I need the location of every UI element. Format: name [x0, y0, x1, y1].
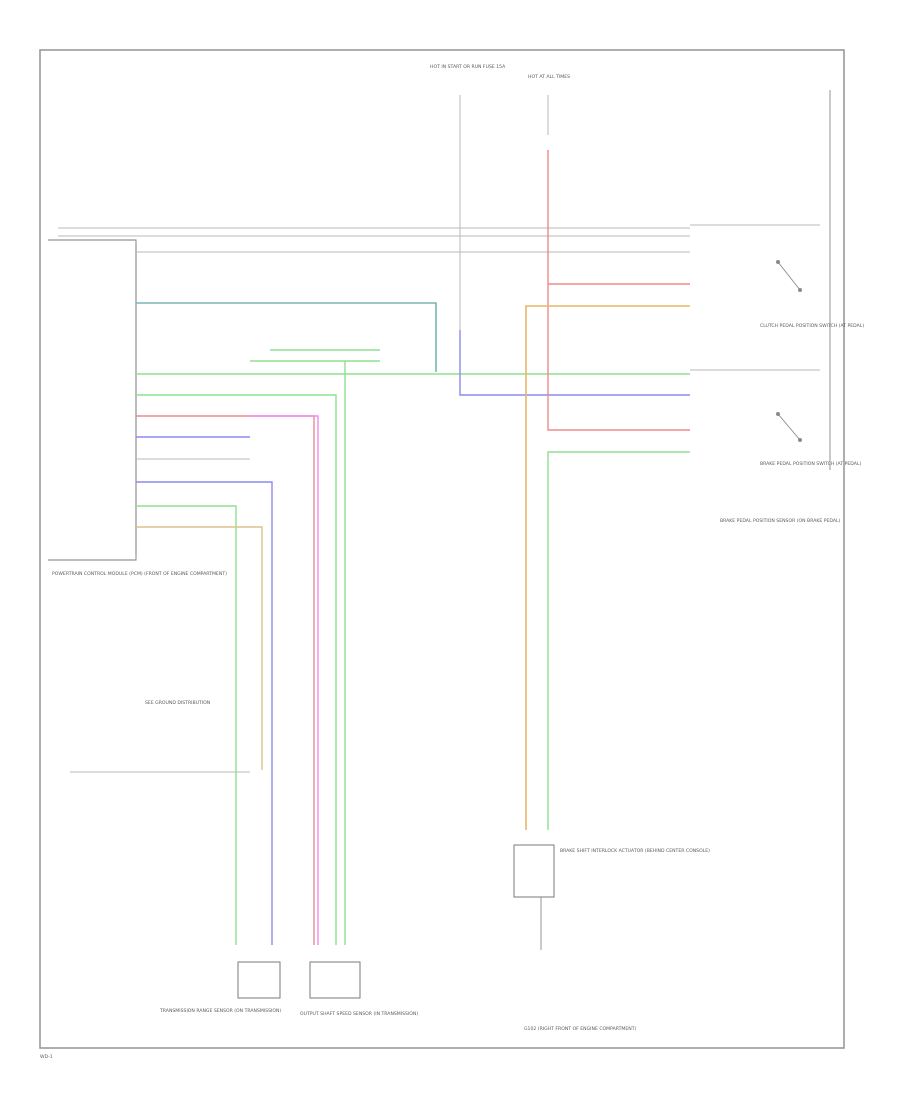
- trans-range-sensor: TRANSMISSION RANGE SENSOR (ON TRANSMISSI…: [159, 961, 281, 1014]
- fuse-left-label: HOT IN START OR RUN FUSE 15A: [430, 64, 506, 70]
- wire-green-6: [136, 505, 237, 945]
- wire-green-2: [136, 394, 337, 945]
- pcm-module: POWERTRAIN CONTROL MODULE (PCM) (FRONT O…: [48, 239, 227, 577]
- wire-orange: [525, 305, 690, 830]
- wire-tan: [136, 526, 263, 770]
- wire-red-pcm: [136, 415, 315, 945]
- ground-note: SEE GROUND DISTRIBUTION: [145, 700, 210, 706]
- brake-sensor-label: BRAKE PEDAL POSITION SENSOR (ON BRAKE PE…: [720, 518, 841, 524]
- trans-range-label: TRANSMISSION RANGE SENSOR (ON TRANSMISSI…: [159, 1008, 281, 1014]
- brake-shift-label: BRAKE SHIFT INTERLOCK ACTUATOR (BEHIND C…: [560, 848, 710, 854]
- wire-blue-2: [136, 481, 273, 945]
- output-speed-sensor: OUTPUT SHAFT SPEED SENSOR (IN TRANSMISSI…: [300, 961, 418, 1017]
- page-id: WD-1: [40, 1054, 53, 1060]
- brake-switch: BRAKE PEDAL POSITION SWITCH (AT PEDAL): [760, 412, 861, 467]
- brake-shift-actuator: BRAKE SHIFT INTERLOCK ACTUATOR (BEHIND C…: [513, 844, 710, 1032]
- pcm-label: POWERTRAIN CONTROL MODULE (PCM) (FRONT O…: [52, 571, 227, 577]
- top-feeds: HOT IN START OR RUN FUSE 15A HOT AT ALL …: [430, 64, 570, 330]
- wire-teal: [136, 302, 437, 372]
- clutch-switch-label: CLUTCH PEDAL POSITION SWITCH (AT PEDAL): [760, 323, 864, 329]
- brake-switch-label: BRAKE PEDAL POSITION SWITCH (AT PEDAL): [760, 461, 861, 467]
- wire-red-right: [547, 150, 690, 431]
- clutch-switch: CLUTCH PEDAL POSITION SWITCH (AT PEDAL): [690, 224, 864, 371]
- wire-green-right: [547, 451, 690, 830]
- output-speed-label: OUTPUT SHAFT SPEED SENSOR (IN TRANSMISSI…: [300, 1011, 418, 1017]
- fuse-right-label: HOT AT ALL TIMES: [528, 74, 570, 80]
- wire-blue-3: [459, 330, 690, 396]
- g-ground-label: G102 (RIGHT FRONT OF ENGINE COMPARTMENT): [524, 1026, 637, 1032]
- diagram-frame: [39, 49, 845, 1049]
- wire-pink: [250, 415, 319, 945]
